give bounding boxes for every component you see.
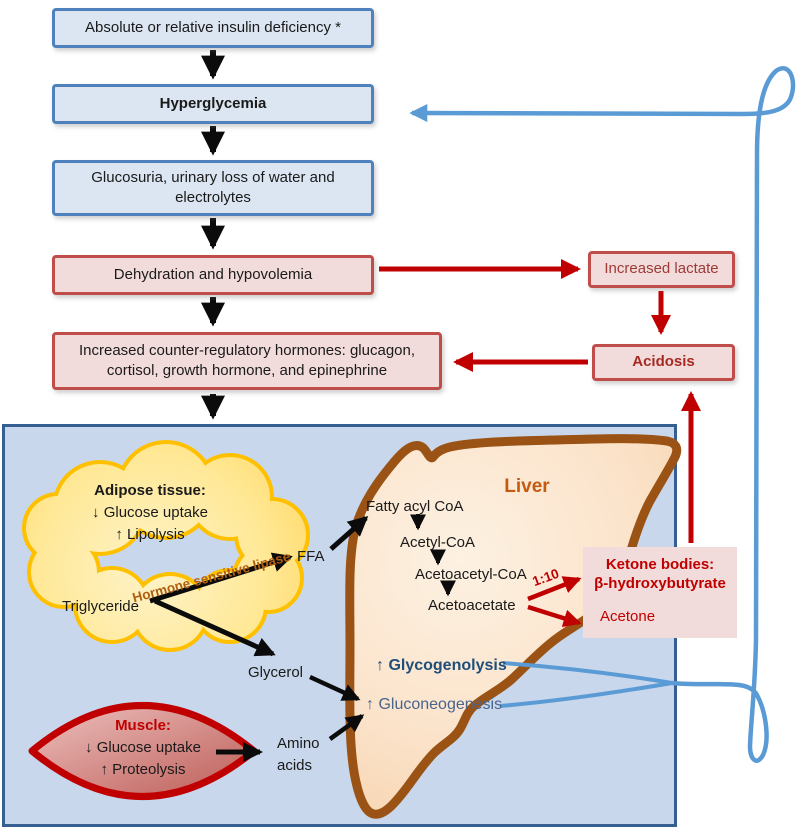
hormones-box: Increased counter-regulatory hormones: g… <box>52 332 442 390</box>
dehydration-box: Dehydration and hypovolemia <box>52 255 374 295</box>
muscle-effect-2: ↑ Proteolysis <box>100 761 186 778</box>
acetoacetate-label: Acetoacetate <box>428 597 516 614</box>
adipose-effect-1: ↓ Glucose uptake <box>92 504 208 521</box>
arrow-glycerol-to-gluconeogenesis <box>309 674 361 702</box>
glucosuria-box: Glucosuria, urinary loss of water and el… <box>52 160 374 216</box>
glycerol-label: Glycerol <box>248 664 304 681</box>
increased-lactate-box: Increased lactate <box>588 251 735 288</box>
glucosuria-label: Glucosuria, urinary loss of water and el… <box>91 168 335 206</box>
bhb-label: β-hydroxybutyrate <box>594 574 726 592</box>
branch-glycogenolysis <box>502 661 673 685</box>
liver-shape <box>345 434 682 819</box>
muscle-effect-1: ↓ Glucose uptake <box>85 739 201 756</box>
triglyceride-label: Triglyceride <box>62 598 139 615</box>
ketone-bodies-title: Ketone bodies: <box>605 556 715 573</box>
insulin-deficiency-box: Absolute or relative insulin deficiency … <box>52 8 374 48</box>
adipose-title: Adipose tissue: <box>94 482 206 499</box>
fatty-acyl-coa-label: Fatty acyl CoA <box>366 498 464 515</box>
muscle-text-block: Muscle: ↓ Glucose uptake ↑ Proteolysis <box>53 715 233 781</box>
adipose-text-block: Adipose tissue: ↓ Glucose uptake ↑ Lipol… <box>60 480 240 546</box>
amino-acids-line1: Amino <box>277 735 320 752</box>
acetoacetyl-coa-label: Acetoacetyl-CoA <box>415 566 527 583</box>
arrow-acetoacetate-to-bhb <box>527 576 582 602</box>
arrow-amino-acids-to-gluconeogenesis <box>328 714 365 741</box>
acetone-label: Acetone <box>600 607 656 625</box>
increased-lactate-label: Increased lactate <box>604 260 719 278</box>
feedback-loop-path <box>409 66 796 763</box>
ketone-bodies-box: Ketone bodies: β-hydroxybutyrate Acetone <box>583 547 737 638</box>
adipose-effect-2: ↑ Lipolysis <box>115 526 185 543</box>
amino-acids-label: Amino acids <box>277 733 337 777</box>
acidosis-label: Acidosis <box>632 353 695 371</box>
hyperglycemia-box: Hyperglycemia <box>52 84 374 124</box>
amino-acids-line2: acids <box>277 757 313 774</box>
gluconeogenesis-label: ↑ Gluconeogenesis <box>366 696 503 713</box>
arrow-triglyceride-to-ffa <box>149 552 293 604</box>
arrow-ffa-to-liver <box>329 516 369 551</box>
acidosis-box: Acidosis <box>592 344 735 381</box>
acetyl-coa-label: Acetyl-CoA <box>400 534 476 551</box>
muscle-title: Muscle: <box>115 717 171 734</box>
insulin-deficiency-label: Absolute or relative insulin deficiency … <box>85 18 341 36</box>
liver-title: Liver <box>504 476 550 497</box>
glycogenolysis-label: ↑ Glycogenolysis <box>376 657 507 674</box>
arrow-acetoacetate-to-acetone <box>527 604 582 628</box>
hyperglycemia-label: Hyperglycemia <box>159 94 267 112</box>
arrow-triglyceride-to-glycerol <box>153 598 276 657</box>
dehydration-label: Dehydration and hypovolemia <box>113 265 313 283</box>
branch-gluconeogenesis <box>499 681 673 708</box>
ffa-label: FFA <box>297 548 325 565</box>
adipose-cloud-shape <box>22 440 310 652</box>
hormones-label: Increased counter-regulatory hormones: g… <box>78 341 416 379</box>
